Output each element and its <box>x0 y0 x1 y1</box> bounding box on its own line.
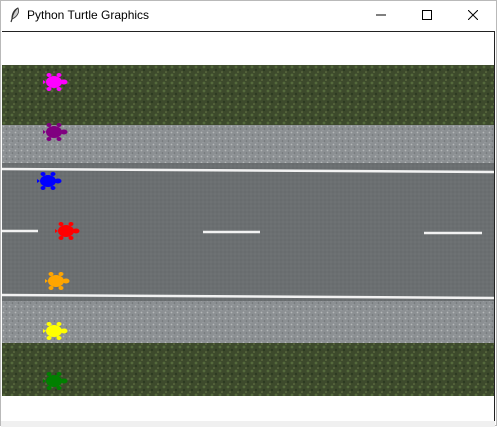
feather-icon <box>9 7 21 23</box>
turtle-orange <box>44 271 72 291</box>
turtle-red <box>54 221 82 241</box>
close-icon <box>468 10 478 20</box>
maximize-button[interactable] <box>404 1 450 29</box>
turtle-purple <box>42 122 70 142</box>
window-bottom-edge <box>1 421 495 427</box>
minimize-icon <box>376 14 386 16</box>
turtle-yellow <box>42 321 70 341</box>
road-background <box>2 65 494 396</box>
turtle-blue <box>36 171 64 191</box>
turtle-magenta <box>42 72 70 92</box>
maximize-icon <box>422 10 432 20</box>
close-button[interactable] <box>450 1 496 29</box>
window-title: Python Turtle Graphics <box>27 8 150 22</box>
turtle-canvas[interactable] <box>2 31 495 423</box>
minimize-button[interactable] <box>358 1 404 29</box>
turtle-green <box>42 371 70 391</box>
title-bar[interactable]: Python Turtle Graphics <box>1 1 496 29</box>
